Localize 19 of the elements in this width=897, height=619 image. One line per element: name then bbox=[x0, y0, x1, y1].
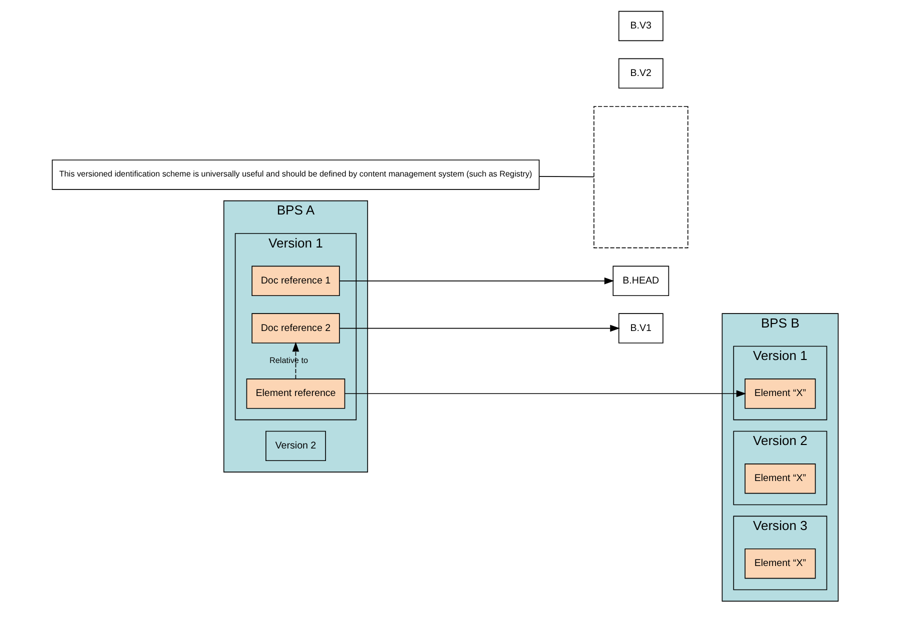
edge-label: Relative to bbox=[270, 356, 308, 366]
node-box: B.V2 bbox=[618, 58, 664, 88]
arrow bbox=[339, 277, 614, 284]
node-box bbox=[594, 106, 688, 248]
node-box: Version 2 bbox=[266, 430, 326, 462]
node-box: B.V3 bbox=[618, 10, 664, 42]
node-box: Doc reference 1 bbox=[252, 266, 340, 296]
node-box: This versioned identification scheme is universally useful and should be defined by content management system (such as Registry) bbox=[52, 160, 540, 190]
arrow bbox=[339, 324, 620, 332]
node-box: Element “X” bbox=[744, 378, 816, 409]
arrow bbox=[344, 390, 746, 398]
node-box: Doc reference 2 bbox=[252, 313, 340, 344]
node-box: Element “X” bbox=[744, 548, 816, 579]
arrow bbox=[292, 342, 300, 380]
node-box: B.V1 bbox=[618, 313, 664, 344]
connector bbox=[538, 176, 594, 178]
node-box: B.HEAD bbox=[612, 266, 670, 296]
node-box: Element “X” bbox=[744, 464, 816, 494]
node-box: Element reference bbox=[246, 378, 346, 409]
